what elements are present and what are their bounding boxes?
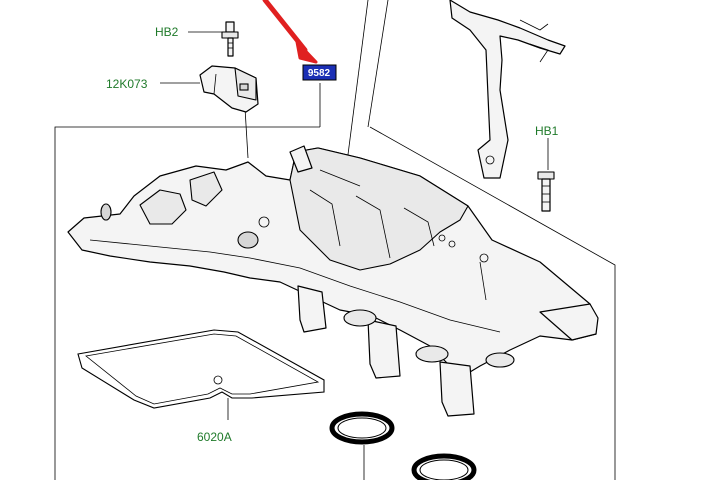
manifold-part-tag: 9582 [302,64,337,81]
pipe-bracket [449,0,566,179]
manifold-part-number: 9582 [308,68,331,79]
highlight-arrow [262,0,318,64]
bolt-hb2 [221,21,239,57]
o-ring-seal-1 [329,411,395,445]
o-ring-seal-2 [411,453,477,480]
leader-lines [160,31,549,480]
intake-manifold [67,145,599,373]
callout-6020a: 6020A [197,430,232,444]
assembly-frame [54,0,616,480]
sensor-12k073 [199,65,259,113]
callout-hb1: HB1 [535,124,559,138]
bolt-hb1 [537,171,555,212]
gasket-6020a [77,329,325,409]
manifold-runners [297,285,515,417]
callout-hb2: HB2 [155,25,179,39]
callout-12k073: 12K073 [106,77,148,91]
